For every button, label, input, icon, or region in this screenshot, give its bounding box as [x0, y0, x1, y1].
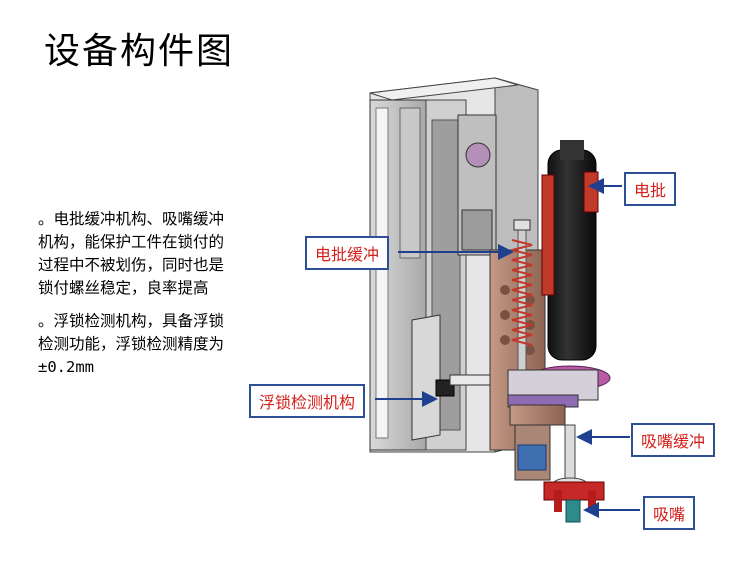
note-paragraph-float-lock: 。浮锁检测机构，具备浮锁检测功能，浮锁检测精度为 ±0.2mm	[38, 310, 230, 379]
screwdriver-body	[541, 140, 599, 361]
callout-float-lock-detection: 浮锁检测机构	[249, 384, 366, 418]
page-title: 设备构件图	[44, 31, 235, 72]
machine-illustration	[369, 77, 611, 523]
carriage	[457, 114, 497, 256]
notes: 。电批缓冲机构、吸嘴缓冲机构，能保护工件在锁付的过程中不被划伤，同时也是锁付螺丝…	[38, 208, 230, 389]
callout-screwdriver: 电批	[624, 172, 677, 206]
note-float-lock-text: 。浮锁检测机构，具备浮锁检测功能，浮锁检测精度为	[38, 312, 225, 353]
callout-nozzle: 吸嘴	[643, 496, 696, 530]
buffer-spring	[511, 219, 533, 371]
note-paragraph-buffer: 。电批缓冲机构、吸嘴缓冲机构，能保护工件在锁付的过程中不被划伤，同时也是锁付螺丝…	[38, 210, 225, 297]
nozzle	[543, 481, 605, 523]
note-precision-value: ±0.2mm	[38, 358, 94, 376]
callout-nozzle-buffer: 吸嘴缓冲	[631, 423, 716, 457]
callout-screwdriver-buffer: 电批缓冲	[305, 236, 390, 270]
lower-unit	[507, 365, 611, 489]
